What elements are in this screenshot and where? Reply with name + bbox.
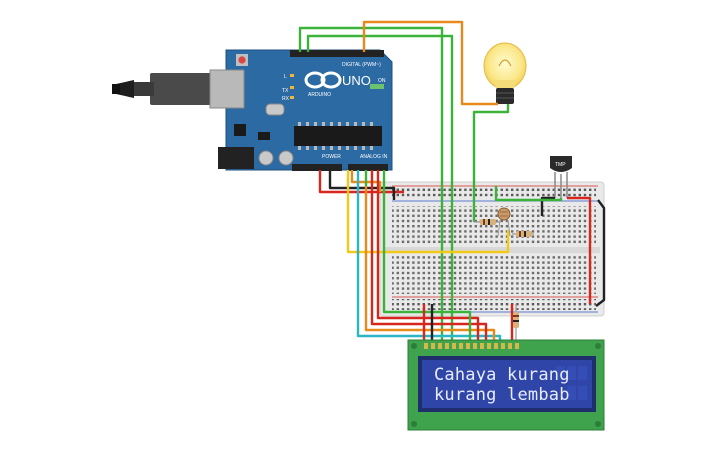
temperature-sensor: TMP [550,156,572,198]
power-label: POWER [322,154,341,160]
photoresistor [497,207,511,237]
resistor-1 [474,219,500,225]
light-bulb [483,42,527,104]
arduino-uno-board: UNO ARDUINO DIGITAL (PWM~) POWER ANALOG … [209,49,393,171]
on-led-label: ON [378,78,386,84]
power-jack [218,147,254,169]
lcd-module: Cahaya kurang kurang lembab [407,339,605,431]
usb-socket [209,69,245,109]
rx-label: RX [282,96,290,102]
power-header [292,164,342,171]
wire-yellow [346,170,510,254]
analog-header [348,164,388,171]
resistor-3 [513,304,519,345]
l-led-label: L [284,74,287,80]
wire-red-power [318,170,404,194]
wire-green-sensor [494,186,563,202]
wire-black-gnd [328,170,396,200]
analog-in-label: ANALOG IN [360,154,388,160]
wire-red-lcd-1 [370,170,488,345]
lcd-line-1: Cahaya kurang [434,365,570,385]
wire-red-lcd-2 [376,170,480,345]
digital-header [290,50,384,57]
atmega-chip [294,126,382,146]
wire-red-sensor [567,196,592,304]
board-brand-label: ARDUINO [308,92,331,98]
sensor-label: TMP [555,162,566,168]
arduino-logo [304,71,342,89]
wire-green-bulb [472,104,510,222]
wire-black-sensor [540,196,555,216]
wires [298,20,606,345]
wire-green-1 [298,26,444,345]
wire-orange-bulb [362,20,498,106]
wire-orange-lcd [364,186,496,345]
breadboard [379,181,605,317]
tx-label: TX [282,88,289,94]
resistor-2 [512,231,534,237]
wire-green-lcd [382,170,472,345]
board-model-label: UNO [342,73,371,88]
lcd-line-2: kurang lembab [434,385,570,405]
digital-pwm-label: DIGITAL (PWM~) [342,62,381,68]
wire-green-2 [306,34,454,345]
wire-black-rail [595,199,606,307]
